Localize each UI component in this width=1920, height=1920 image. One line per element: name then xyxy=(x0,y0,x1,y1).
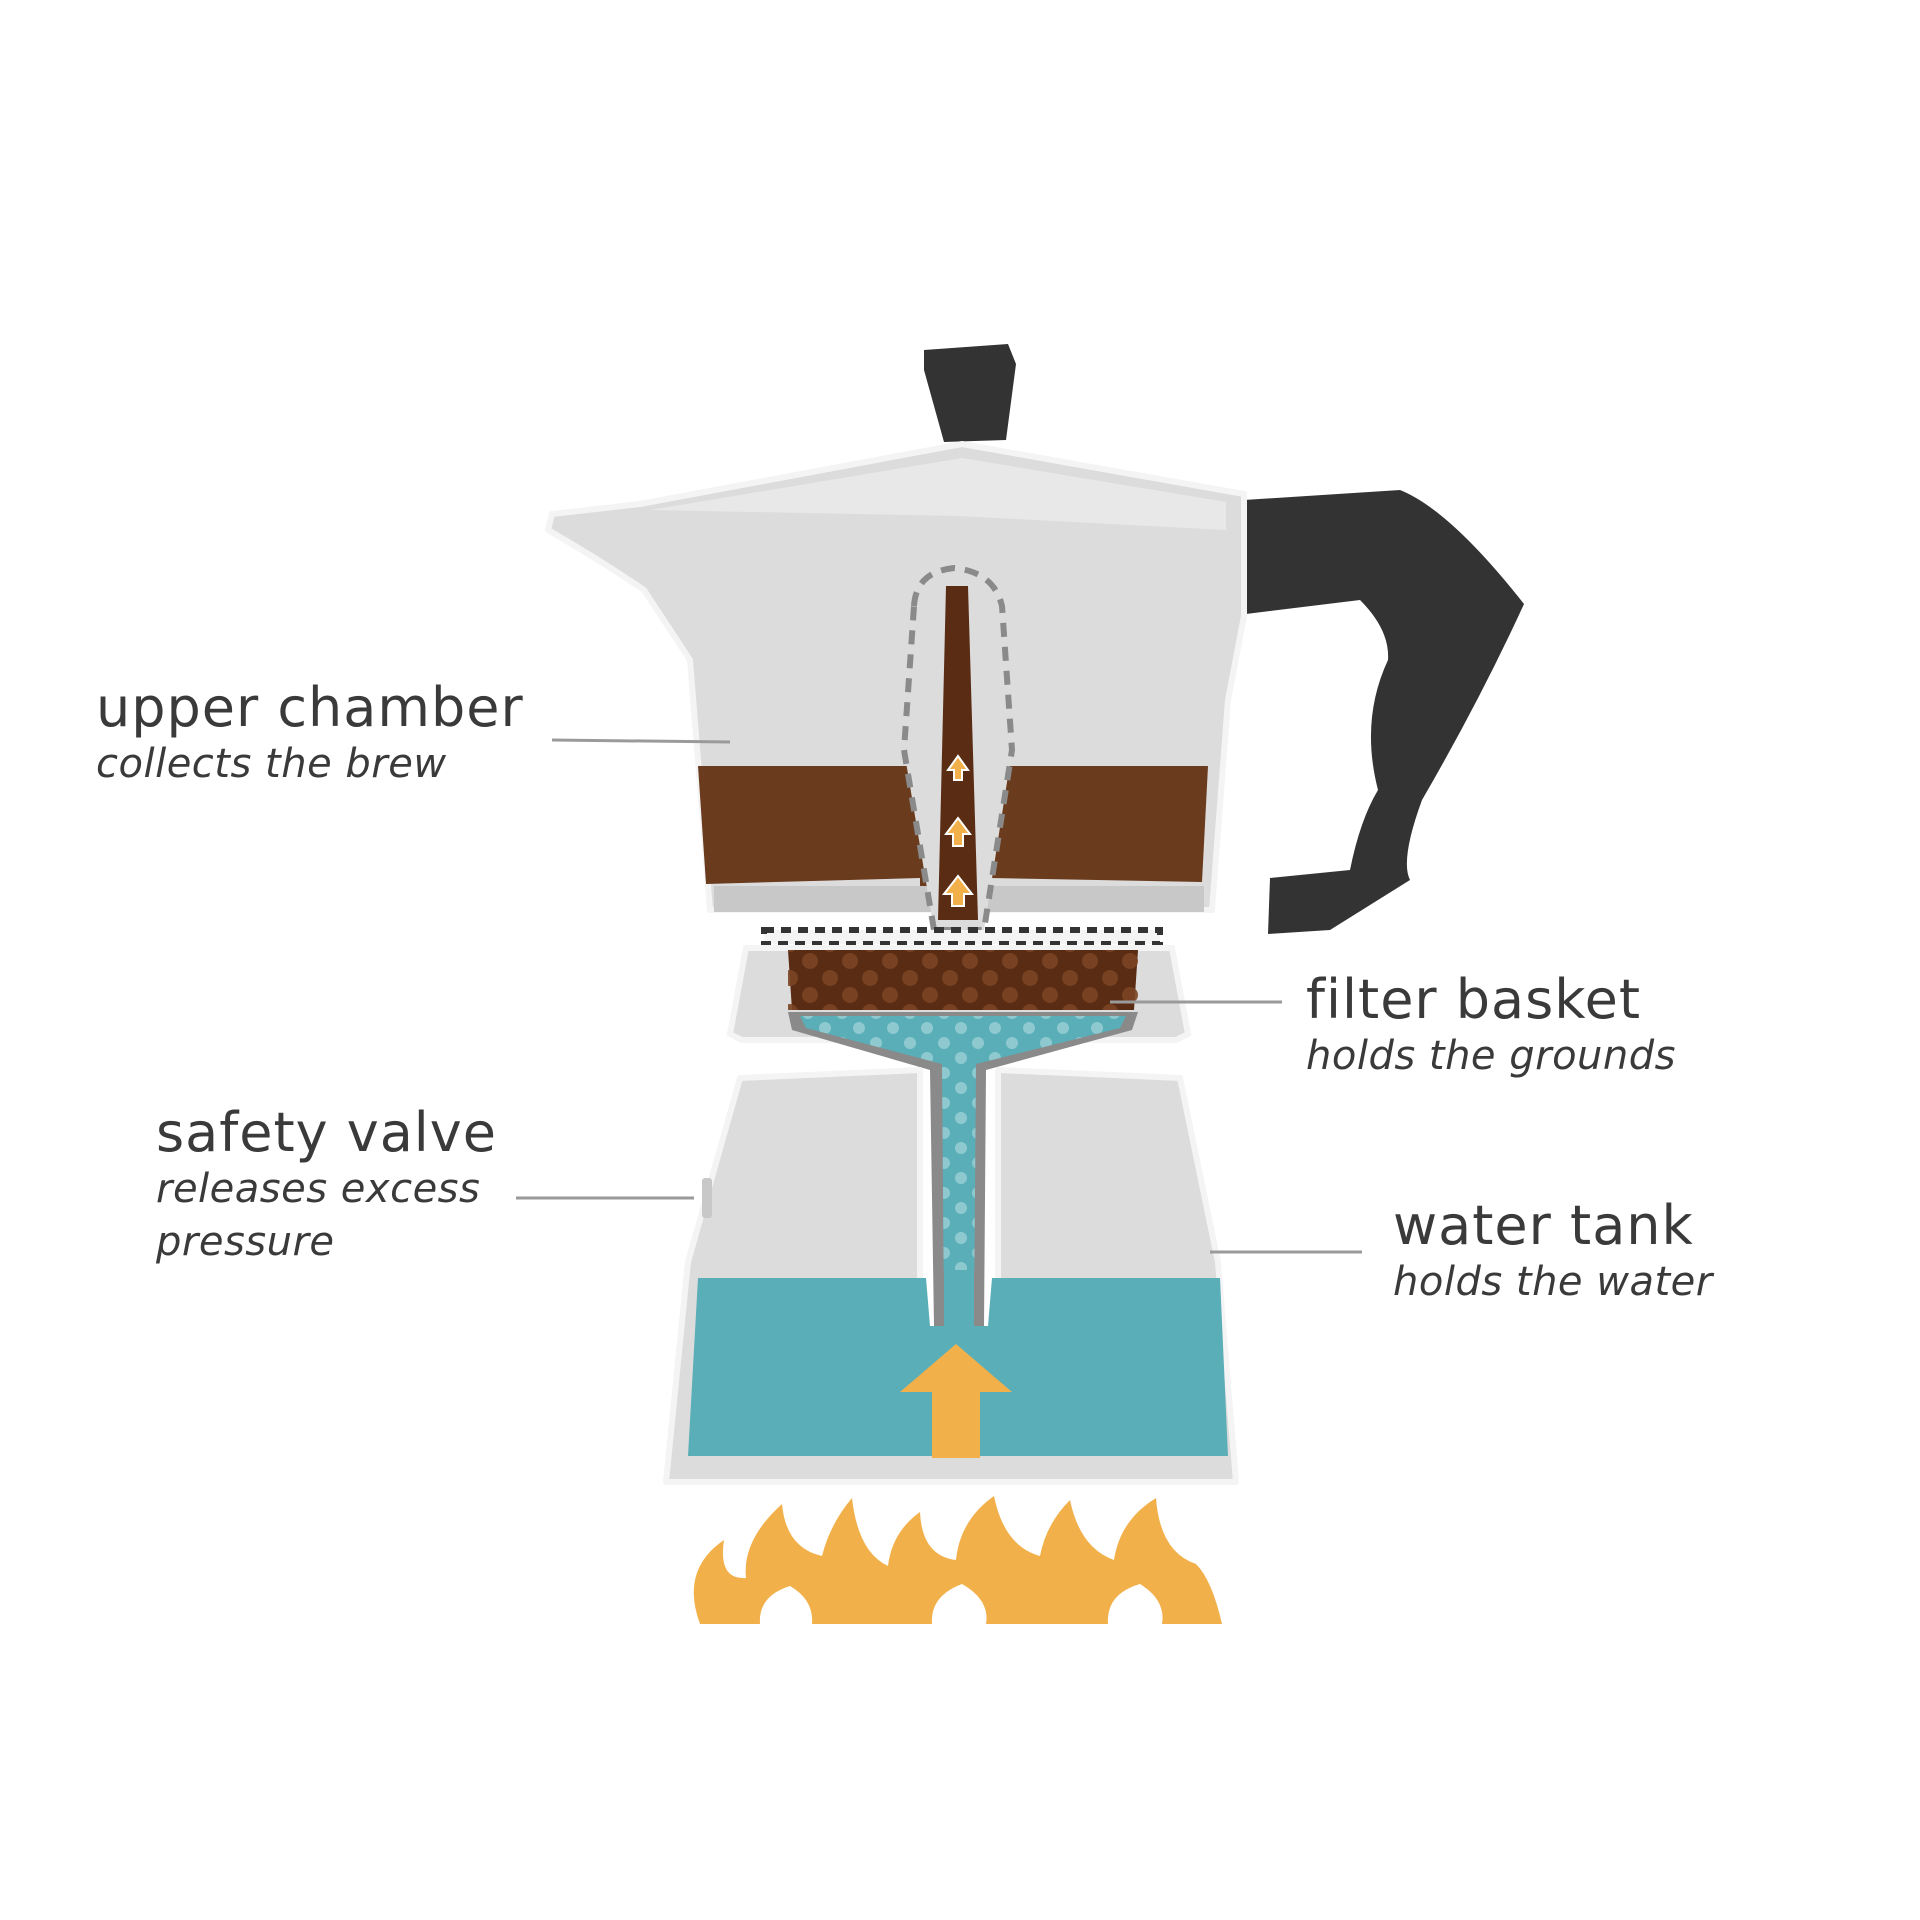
water-tank-desc: holds the water xyxy=(1393,1259,1713,1306)
lid-knob xyxy=(924,344,1016,442)
label-filter-basket: filter basket holds the grounds xyxy=(1306,968,1676,1080)
leader-lines xyxy=(516,738,1362,1254)
lid-highlight xyxy=(650,458,1226,530)
label-upper-chamber: upper chamber collects the brew xyxy=(96,676,524,788)
burner-flames xyxy=(693,1496,1222,1624)
safety-valve-desc-line2: pressure xyxy=(156,1219,335,1266)
filter-basket-desc: holds the grounds xyxy=(1306,1033,1676,1080)
safety-valve-desc-line1: releases excess xyxy=(156,1166,481,1213)
filter-plate xyxy=(761,927,1163,947)
pot-handle xyxy=(1244,490,1524,934)
flame-cutouts xyxy=(759,1584,1163,1624)
heat-up-arrow xyxy=(900,1344,1012,1458)
upper-chamber-title: upper chamber xyxy=(96,676,524,739)
filter-basket-title: filter basket xyxy=(1306,968,1642,1031)
central-column-core xyxy=(938,586,978,920)
leader-upper xyxy=(551,738,731,744)
grounds-texture xyxy=(788,950,1138,1010)
tube-water xyxy=(944,1270,974,1326)
label-safety-valve: safety valve releases excess pressure xyxy=(156,1101,497,1266)
safety-valve-nub xyxy=(702,1178,712,1218)
column-up-arrows xyxy=(941,754,975,907)
funnel-bubbles xyxy=(800,1016,1126,1318)
safety-valve-title: safety valve xyxy=(156,1101,497,1164)
label-water-tank: water tank holds the water xyxy=(1393,1194,1713,1306)
water-tank-title: water tank xyxy=(1393,1194,1694,1257)
upper-chamber-desc: collects the brew xyxy=(96,741,447,788)
